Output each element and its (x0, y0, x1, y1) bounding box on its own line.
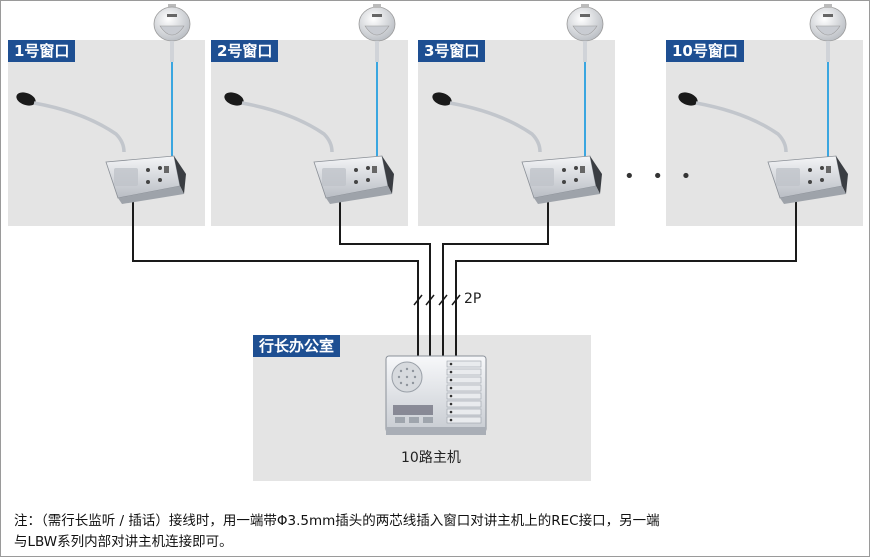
intercom-unit-icon (678, 92, 848, 204)
window-3-tag: 3号窗口 (418, 40, 486, 62)
intercom-unit-icon (16, 92, 186, 204)
cable-label: 2P (464, 291, 482, 307)
ellipsis: • • • (624, 166, 698, 187)
window-1-tag: 1号窗口 (8, 40, 76, 62)
cable-window-3 (442, 200, 549, 356)
ceiling-speaker-icon (566, 4, 604, 62)
master-station-icon (385, 355, 487, 435)
master-station-label: 10路主机 (401, 450, 461, 466)
note: 注：（需行长监听 / 插话）接线时，用一端带Φ3.5mm插头的两芯线插入窗口对讲… (14, 511, 854, 553)
intercom-unit-icon (432, 92, 602, 204)
window-2-tag: 2号窗口 (211, 40, 279, 62)
ceiling-speaker-icon (153, 4, 191, 62)
cable-slash-2 (425, 294, 435, 306)
cable-window-2 (339, 200, 431, 356)
ceiling-speaker-icon (358, 4, 396, 62)
cable-slash-4 (451, 294, 461, 306)
intercom-unit-icon (224, 92, 394, 204)
window-10-tag: 10号窗口 (666, 40, 744, 62)
note-line-2: 与LBW系列内部对讲主机连接即可。 (14, 534, 233, 550)
cable-slash-1 (413, 294, 423, 306)
cable-slash-3 (438, 294, 448, 306)
note-line-1: 注：（需行长监听 / 插话）接线时，用一端带Φ3.5mm插头的两芯线插入窗口对讲… (14, 513, 660, 529)
ceiling-speaker-icon (809, 4, 847, 62)
office-tag: 行长办公室 (253, 335, 341, 357)
cable-window-1 (132, 200, 419, 356)
cable-window-10 (455, 200, 797, 356)
